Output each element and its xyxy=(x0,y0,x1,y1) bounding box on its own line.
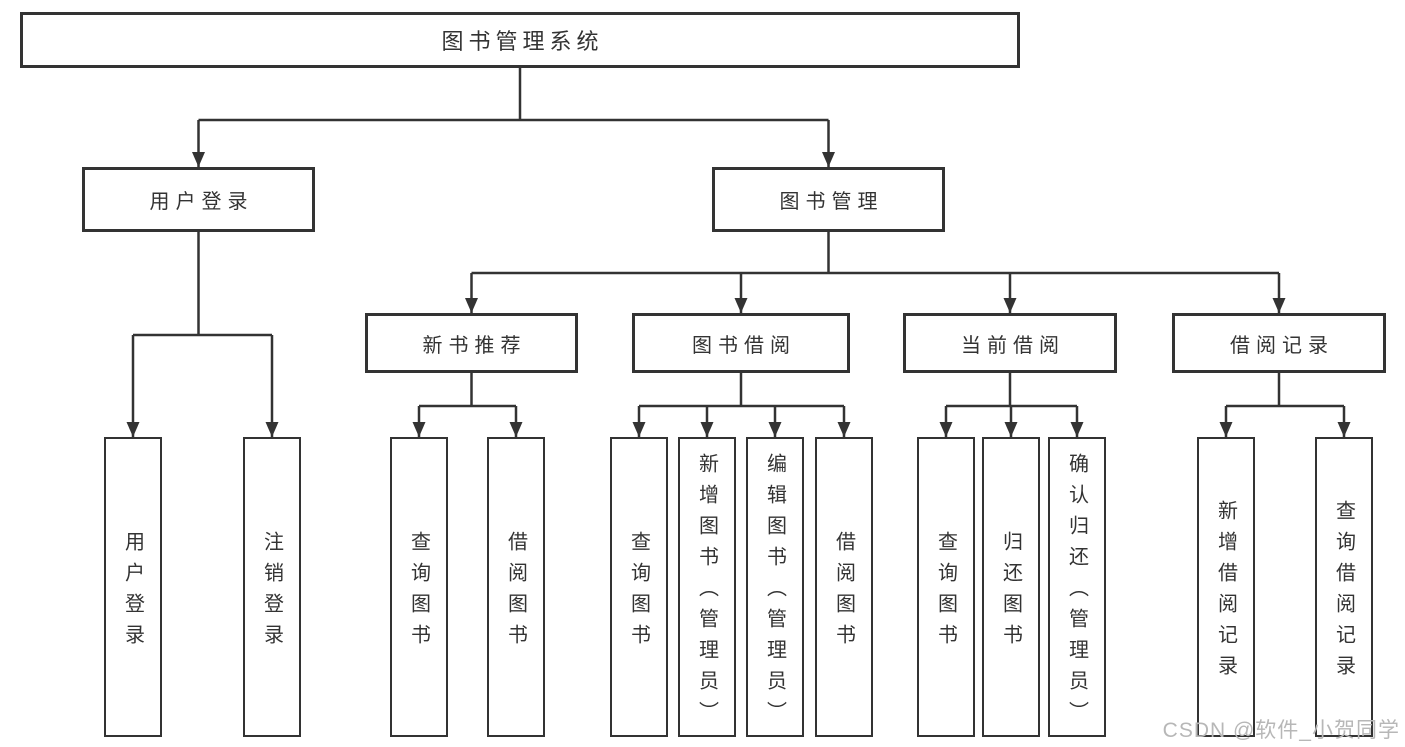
leaf-label: 归还图书 xyxy=(999,530,1022,655)
node-borrowing-records: 借阅记录 xyxy=(1172,313,1386,373)
node-current-borrowing: 当前借阅 xyxy=(903,313,1117,373)
leaf-label: 查询图书 xyxy=(934,530,957,655)
node-label: 借阅记录 xyxy=(1230,334,1334,357)
node-label: 图书管理系统 xyxy=(441,29,604,54)
leaf-label: 新增图书（管理员） xyxy=(695,453,718,732)
leaf-label: 用户登录 xyxy=(121,530,144,655)
leaf-borrow-books: 借阅图书 xyxy=(815,437,873,737)
leaf-query-books: 查询图书 xyxy=(917,437,975,737)
leaf-label: 查询图书 xyxy=(407,530,430,655)
leaf-label: 查询借阅记录 xyxy=(1332,499,1355,686)
node-book-borrowing: 图书借阅 xyxy=(632,313,850,373)
leaf-query-books: 查询图书 xyxy=(390,437,448,737)
edge-rails xyxy=(133,68,1344,408)
leaf-label: 注销登录 xyxy=(260,530,283,655)
leaf-query-books: 查询图书 xyxy=(610,437,668,737)
csdn-watermark: CSDN @软件_小贺同学 xyxy=(1162,719,1400,742)
node-label: 当前借阅 xyxy=(961,334,1065,357)
leaf-confirm-return-admin: 确认归还（管理员） xyxy=(1048,437,1106,737)
node-book-management: 图书管理 xyxy=(712,167,945,232)
leaf-label: 新增借阅记录 xyxy=(1214,499,1237,686)
node-library-system: 图书管理系统 xyxy=(20,12,1020,68)
leaf-label: 借阅图书 xyxy=(504,530,527,655)
node-label: 用户登录 xyxy=(149,191,254,213)
leaf-edit-book-admin: 编辑图书（管理员） xyxy=(746,437,804,737)
leaf-return-books: 归还图书 xyxy=(982,437,1040,737)
leaf-add-borrow-record: 新增借阅记录 xyxy=(1197,437,1255,737)
leaf-query-borrow-record: 查询借阅记录 xyxy=(1315,437,1373,737)
edge-arrows xyxy=(126,120,1351,437)
leaf-label: 编辑图书（管理员） xyxy=(763,453,786,732)
node-user-login: 用户登录 xyxy=(82,167,315,232)
node-label: 新书推荐 xyxy=(422,334,527,357)
leaf-label: 借阅图书 xyxy=(832,530,855,655)
leaf-label: 确认归还（管理员） xyxy=(1065,453,1088,732)
leaf-borrow-books: 借阅图书 xyxy=(487,437,545,737)
leaf-add-book-admin: 新增图书（管理员） xyxy=(678,437,736,737)
node-new-book-recommend: 新书推荐 xyxy=(365,313,578,373)
leaf-logout: 注销登录 xyxy=(243,437,301,737)
node-label: 图书借阅 xyxy=(692,334,796,357)
leaf-label: 查询图书 xyxy=(627,530,650,655)
node-label: 图书管理 xyxy=(779,191,884,213)
leaf-user-login: 用户登录 xyxy=(104,437,162,737)
